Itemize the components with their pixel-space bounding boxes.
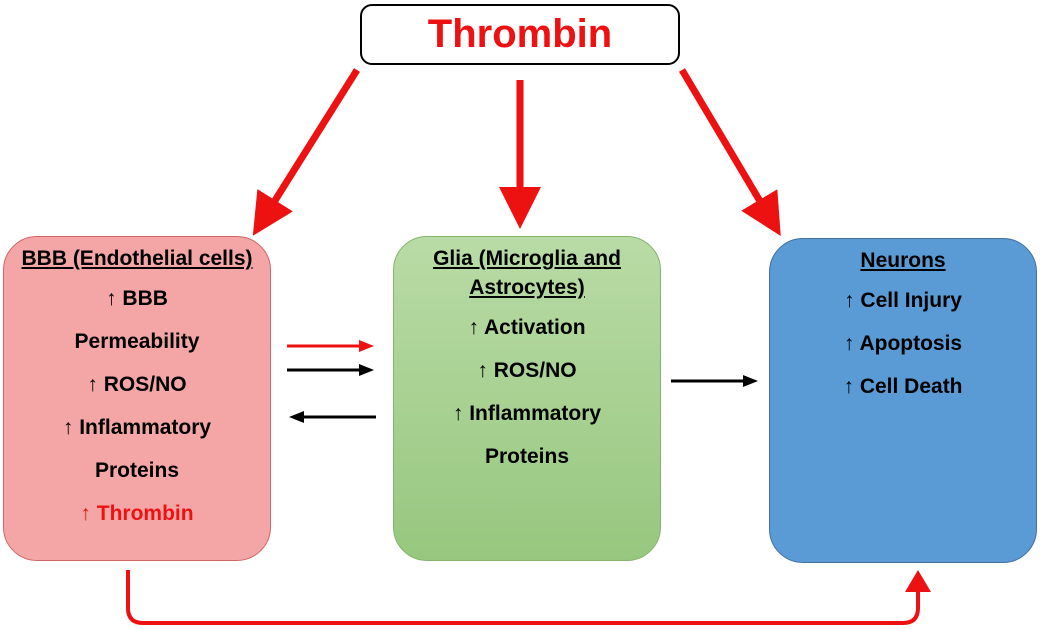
glia-box: Glia (Microglia and Astrocytes) ↑ Activa…: [393, 236, 661, 561]
neurons-box: Neurons ↑ Cell Injury ↑ Apoptosis ↑ Cell…: [769, 238, 1037, 563]
glia-line-1: ↑ Activation: [468, 316, 586, 339]
arrow-thrombin-to-bbb: [252, 68, 360, 236]
glia-line-2: ↑ ROS/NO: [477, 359, 577, 382]
bbb-thrombin-line: ↑ Thrombin: [80, 502, 194, 525]
neurons-line-1: ↑ Cell Injury: [844, 289, 962, 312]
bbb-box: BBB (Endothelial cells) ↑ BBB Permeabili…: [3, 236, 271, 561]
glia-line-4: Proteins: [484, 445, 570, 468]
bbb-line-1: ↑ BBB: [106, 287, 168, 310]
arrow-thrombin-to-neurons: [678, 68, 781, 237]
glia-line-3: ↑ Inflammatory: [452, 402, 602, 425]
bbb-line-5: Proteins: [94, 459, 180, 482]
neurons-heading: Neurons: [860, 249, 946, 272]
neurons-line-3: ↑ Cell Death: [843, 375, 963, 398]
arrow-bbb-thrombin-to-neurons: [126, 570, 920, 625]
thrombin-title: Thrombin: [427, 12, 613, 56]
bbb-line-4: ↑ Inflammatory: [62, 416, 212, 439]
neurons-line-2: ↑ Apoptosis: [843, 332, 963, 355]
bbb-line-3: ↑ ROS/NO: [87, 373, 187, 396]
bbb-line-2: Permeability: [74, 330, 200, 353]
bbb-heading: BBB (Endothelial cells): [21, 247, 253, 270]
thrombin-title-box: Thrombin: [360, 4, 680, 65]
glia-heading: Glia (Microglia and Astrocytes): [433, 247, 621, 299]
arrow-bbb-thrombin-to-neurons-head: [905, 570, 931, 592]
